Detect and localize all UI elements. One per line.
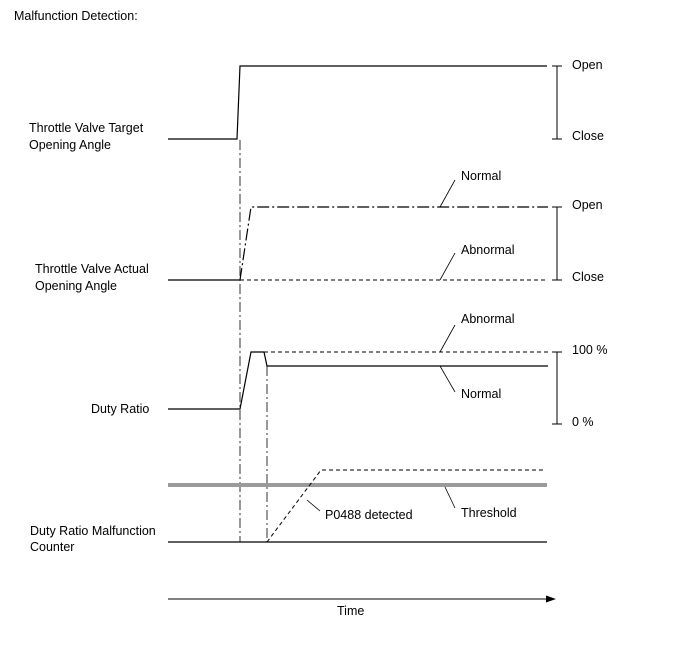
duty-normal-label: Normal <box>461 387 501 401</box>
duty-abnormal-label: Abnormal <box>461 312 515 326</box>
actual-open-label: Open <box>572 198 603 212</box>
actual-label-line1: Throttle Valve Actual <box>35 262 149 276</box>
time-label: Time <box>337 604 364 618</box>
detected-leader <box>306 499 321 512</box>
detected-label: P0488 detected <box>325 508 413 522</box>
duty-100-label: 100 % <box>572 343 607 357</box>
time-arrowhead-icon <box>546 595 556 603</box>
duty-normal-leader <box>439 365 456 393</box>
target-label-line2: Opening Angle <box>29 138 111 152</box>
target-signal-line <box>168 65 547 140</box>
target-scale-bracket <box>552 65 562 140</box>
actual-close-label: Close <box>572 270 604 284</box>
reference-lines <box>239 140 268 542</box>
threshold-label: Threshold <box>461 506 517 520</box>
counter-rising-line <box>266 469 545 543</box>
target-close-label: Close <box>572 129 604 143</box>
duty-label: Duty Ratio <box>91 402 149 416</box>
counter-label-line1: Duty Ratio Malfunction <box>30 524 156 538</box>
target-label-line1: Throttle Valve Target <box>29 121 144 135</box>
counter-label-line2: Counter <box>30 540 74 554</box>
duty-0-label: 0 % <box>572 415 594 429</box>
actual-normal-label: Normal <box>461 169 501 183</box>
actual-abnormal-label: Abnormal <box>461 243 515 257</box>
actual-abnormal-leader <box>439 252 456 281</box>
actual-normal-line <box>239 206 548 281</box>
actual-normal-leader <box>439 179 456 208</box>
actual-label-line2: Opening Angle <box>35 279 117 293</box>
duty-normal-line <box>168 351 548 410</box>
threshold-bar <box>168 483 547 487</box>
duty-scale-bracket <box>552 351 562 425</box>
target-open-label: Open <box>572 58 603 72</box>
threshold-leader <box>444 486 456 509</box>
duty-abnormal-leader <box>439 324 456 353</box>
diagram-title: Malfunction Detection: <box>14 9 138 23</box>
actual-scale-bracket <box>552 206 562 281</box>
